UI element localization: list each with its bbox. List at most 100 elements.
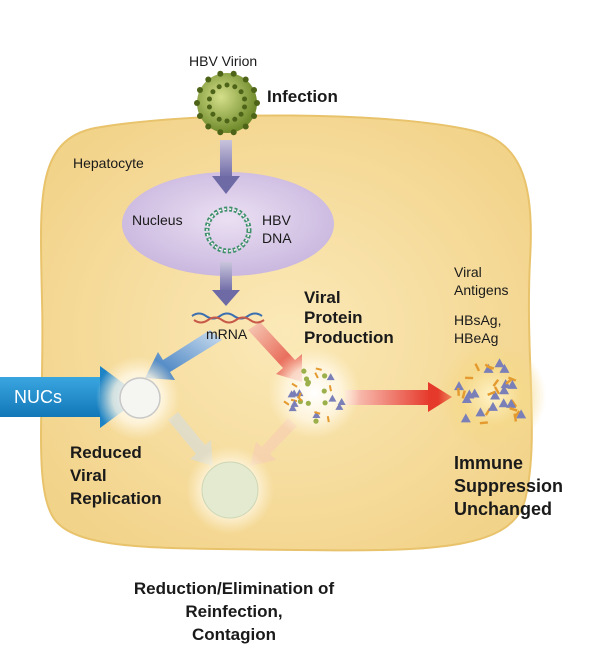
antigen-name-hbeag: HBeAg [454,330,499,346]
reduction-label-line2: Reinfection, [185,602,283,621]
protein-dash [283,400,290,406]
antigen-triangle [454,381,465,391]
protein-dot [322,400,328,406]
reduced-replication-label-line2: Viral [70,466,107,485]
virion-spike [210,89,216,95]
virion-spike [242,104,248,110]
protein-triangle [335,402,344,410]
viral-antigens-label-line2: Antigens [454,282,509,298]
hbv-dna-label-line1: HBV [262,212,291,228]
protein-dot [303,376,310,382]
antigen-dash [465,376,474,380]
mrna-icon [191,312,265,324]
reduced-replication-label-line3: Replication [70,489,162,508]
antigen-triangle [499,363,510,373]
protein-production-particle [268,347,360,439]
nucleus-label: Nucleus [132,212,183,228]
reduced-replication-particle [96,356,180,440]
protein-triangle [326,373,335,381]
viral-protein-label-line1: Viral [304,288,341,307]
nucleus [122,172,334,276]
virion-spike [251,113,258,120]
protein-dot [322,373,328,379]
protein-dot [313,418,319,424]
antigen-triangle [469,388,480,398]
viral-protein-label-line2: Protein [304,308,363,327]
antigen-dash [461,390,466,399]
protein-triangle [290,389,299,397]
immune-suppression-label-line2: Suppression [454,476,564,496]
protein-triangle [288,404,297,412]
hbv-dna-icon [204,206,252,254]
virion-spike [217,129,224,136]
virion-spike [242,76,249,83]
protein-dash [326,416,330,423]
virion-spike [242,96,248,102]
virion-spike [230,70,237,77]
antigen-triangle [516,409,527,419]
virion-spike [206,104,212,110]
protein-dash [315,367,322,371]
virion-spike [232,84,238,90]
protein-dash [328,385,332,392]
virion-spike [230,129,237,136]
antigen-triangle [460,413,471,423]
antigen-dash [505,377,513,385]
immune-suppression-label-line1: Immune [454,453,524,473]
mrna-label: mRNA [206,326,248,342]
virion-spike [205,123,212,130]
virion-spike [254,100,260,106]
virion-spike [205,76,212,83]
antigen-triangle [490,390,501,400]
viral-antigens-particle [438,342,546,450]
virion-spike [216,116,222,122]
protein-triangle [328,394,337,402]
antigen-triangle [507,379,518,389]
protein-dash [314,372,319,379]
immune-suppression-label-line3: Unchanged [454,499,553,519]
protein-triangle [295,389,304,397]
virion-spike [194,100,200,106]
antigen-dash [487,390,496,396]
antigen-dash [474,363,481,372]
antigen-name-hbsag: HBsAg, [454,312,502,328]
reduction-label-line3: Contagion [191,625,277,644]
protein-dot [301,368,307,374]
antigen-triangle [483,363,494,373]
antigen-dash [492,378,500,387]
virion-spike [210,111,216,117]
protein-dot [305,400,311,406]
hbv-virion-icon [194,70,260,136]
faded-arrow-right [250,418,297,466]
infection-label: Infection [267,87,338,106]
antigen-dash [509,406,518,412]
protein-dash [296,395,303,402]
reduction-label-line1: Reduction/Elimination of [133,579,335,598]
faded-virion-particle [186,446,274,534]
virion-spike [206,96,212,102]
virion-spike [216,84,222,90]
protein-triangle [312,411,321,419]
antigen-triangle [500,379,511,389]
antigen-dash [484,363,493,370]
antigen-triangle [461,394,472,404]
protein-dot [305,381,311,387]
antigen-triangle [487,401,498,411]
antigen-dash [479,421,488,425]
antigen-triangle [494,358,505,368]
antigen-dash [493,386,501,395]
virion-spike [238,89,244,95]
viral-antigens-label-line1: Viral [454,264,482,280]
antigen-dash [513,413,518,422]
virion-spike [232,116,238,122]
virion-spike [217,70,224,77]
virion-spike [224,118,230,124]
antigen-triangle [506,398,517,408]
antigen-triangle [499,385,510,395]
hbv-virion-label: HBV Virion [189,53,258,69]
protein-triangle [337,397,346,405]
infection-arrow [212,140,240,194]
nucs-label: NUCs [14,387,62,407]
protein-dash [314,411,321,415]
